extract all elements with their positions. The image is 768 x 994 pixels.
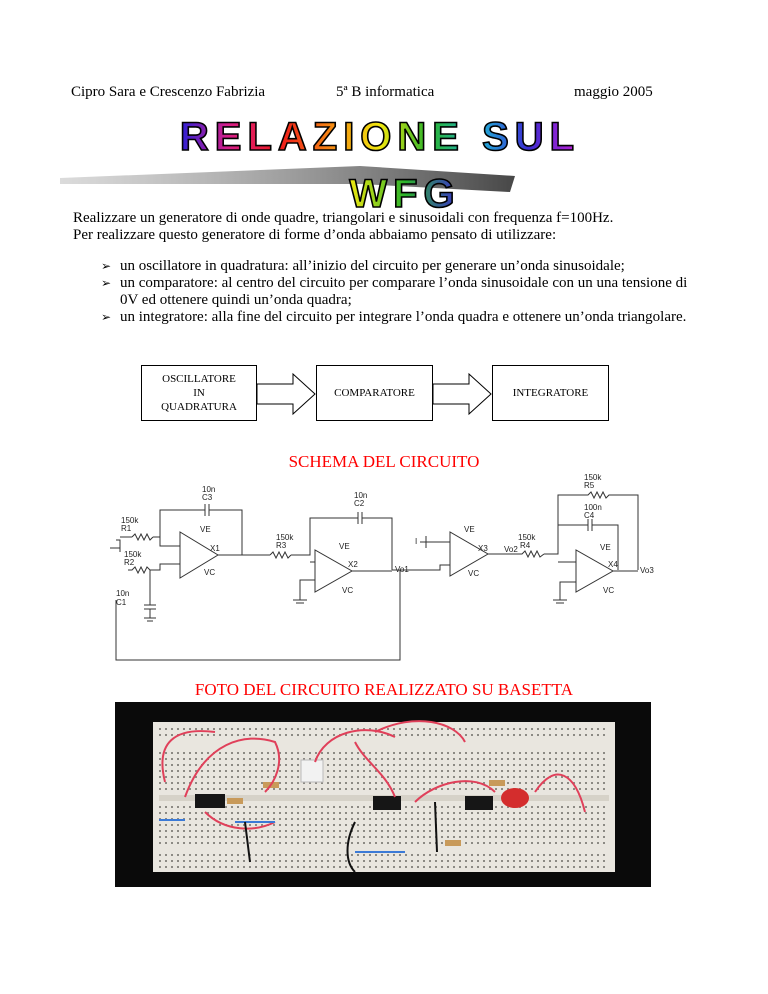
svg-text:C4: C4 xyxy=(584,511,595,520)
photo-heading: FOTO DEL CIRCUITO REALIZZATO SU BASETTA xyxy=(194,680,574,699)
svg-text:150k: 150k xyxy=(584,473,602,482)
resistor-r1 xyxy=(131,532,154,542)
title-line2: WFG xyxy=(349,172,460,212)
svg-text:150k: 150k xyxy=(121,516,139,525)
opamp-x1 xyxy=(179,531,219,579)
arrow-bullet-icon: ➢ xyxy=(101,310,112,324)
svg-text:150k: 150k xyxy=(124,550,142,559)
svg-text:VC: VC xyxy=(342,586,353,595)
oscillator-box: OSCILLATORE IN QUADRATURA xyxy=(141,365,257,421)
title-shadow xyxy=(60,166,515,192)
arrow-bullet-icon: ➢ xyxy=(101,276,112,290)
svg-text:VE: VE xyxy=(464,525,475,534)
svg-text:C2: C2 xyxy=(354,499,365,508)
svg-text:150k: 150k xyxy=(518,533,536,542)
svg-text:X2: X2 xyxy=(348,560,358,569)
svg-text:R1: R1 xyxy=(121,524,132,533)
intro-line1: Realizzare un generatore di onde quadre,… xyxy=(73,210,614,226)
opamp-x2 xyxy=(314,549,354,593)
component-list: ➢un oscillatore in quadratura: all’inizi… xyxy=(101,258,691,326)
breadboard-photo xyxy=(115,702,651,887)
svg-text:10n: 10n xyxy=(116,589,129,598)
svg-text:150k: 150k xyxy=(276,533,294,542)
svg-text:Vo2: Vo2 xyxy=(504,545,518,554)
header-class: 5ª B informatica xyxy=(336,84,435,100)
svg-text:VC: VC xyxy=(204,568,215,577)
svg-text:VE: VE xyxy=(200,525,211,534)
list-item: ➢un integratore: alla fine del circuito … xyxy=(101,309,687,325)
header-authors: Cipro Sara e Crescenzo Fabrizia xyxy=(71,84,266,100)
block-arrow-icon xyxy=(257,372,316,416)
header-date: maggio 2005 xyxy=(574,84,653,100)
svg-text:VE: VE xyxy=(600,543,611,552)
opamp-x4 xyxy=(575,549,615,593)
svg-text:X3: X3 xyxy=(478,544,488,553)
svg-text:VC: VC xyxy=(468,569,479,578)
svg-text:VC: VC xyxy=(603,586,614,595)
intro-line2: Per realizzare questo generatore di form… xyxy=(73,227,557,243)
svg-text:R2: R2 xyxy=(124,558,135,567)
svg-text:10n: 10n xyxy=(202,485,215,494)
svg-text:C1: C1 xyxy=(116,598,127,607)
block-arrow-icon xyxy=(433,372,492,416)
title-line1: RELAZIONE SUL xyxy=(180,115,580,159)
title-word-art: RELAZIONE SUL WFG xyxy=(60,114,580,212)
list-item: ➢un oscillatore in quadratura: all’inizi… xyxy=(101,258,625,274)
svg-text:R3: R3 xyxy=(276,541,287,550)
svg-text:I: I xyxy=(415,537,417,546)
svg-text:R5: R5 xyxy=(584,481,595,490)
comparator-box: COMPARATORE xyxy=(316,365,433,421)
svg-text:VE: VE xyxy=(339,542,350,551)
svg-text:X1: X1 xyxy=(210,544,220,553)
resistor-r3 xyxy=(269,550,292,560)
arrow-bullet-icon: ➢ xyxy=(101,259,112,273)
svg-text:X4: X4 xyxy=(608,560,618,569)
svg-text:R4: R4 xyxy=(520,541,531,550)
integrator-box: INTEGRATORE xyxy=(492,365,609,421)
resistor-r2 xyxy=(128,563,180,575)
svg-text:100n: 100n xyxy=(584,503,602,512)
schematic-heading: SCHEMA DEL CIRCUITO xyxy=(288,452,480,471)
resistor-r4 xyxy=(515,549,545,559)
list-item: ➢un comparatore: al centro del circuito … xyxy=(101,275,688,308)
svg-text:C3: C3 xyxy=(202,493,213,502)
svg-text:10n: 10n xyxy=(354,491,367,500)
svg-text:Vo3: Vo3 xyxy=(640,566,654,575)
opamp-x3 xyxy=(449,531,489,577)
